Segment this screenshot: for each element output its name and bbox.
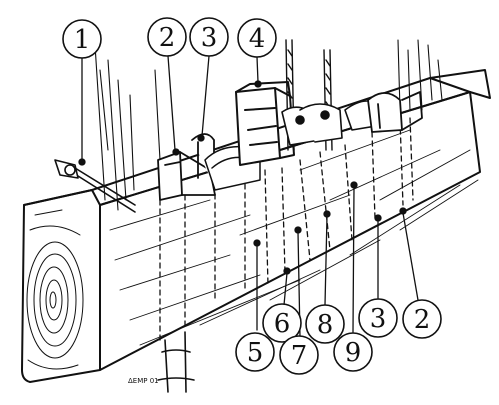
clamp-left <box>157 133 216 201</box>
callout-6-label: 6 <box>274 309 291 339</box>
callout-1: 1 <box>62 19 102 59</box>
callout-9-label: 9 <box>345 338 362 368</box>
hidden-lines <box>159 117 414 341</box>
end-grain-rings <box>26 209 84 370</box>
leader-2-bottom <box>402 212 419 301</box>
callout-7: 7 <box>279 335 319 375</box>
lifting-gear <box>281 100 383 146</box>
leader-8 <box>324 215 328 306</box>
callout-2-top: 2 <box>147 17 187 57</box>
leader-2-top <box>167 55 176 151</box>
callout-7-label: 7 <box>291 341 308 371</box>
leader-4 <box>256 56 259 83</box>
wedge-peg <box>54 159 136 213</box>
callout-8: 8 <box>305 304 345 344</box>
callout-6: 6 <box>262 303 302 343</box>
artist-signature: ΔΕΜΡ 01 <box>128 377 159 385</box>
leader-6 <box>283 272 288 306</box>
callout-5-label: 5 <box>247 338 264 368</box>
callout-3-top-label: 3 <box>201 23 218 53</box>
callout-5: 5 <box>235 332 275 372</box>
leader-9 <box>352 186 355 333</box>
callout-3-bottom-label: 3 <box>370 304 387 334</box>
beam-end-face <box>21 189 101 383</box>
callout-9: 9 <box>333 332 373 372</box>
callout-8-label: 8 <box>317 310 334 340</box>
callout-2-top-label: 2 <box>159 23 176 53</box>
callout-3-top: 3 <box>189 17 229 57</box>
clamp-right <box>367 91 423 133</box>
background-posts <box>94 39 443 211</box>
top-block <box>235 81 295 166</box>
callout-4-label: 4 <box>249 24 266 54</box>
callout-2-bottom-label: 2 <box>414 305 431 335</box>
callout-4: 4 <box>237 18 277 58</box>
callout-3-bottom: 3 <box>358 298 398 338</box>
callout-1-label: 1 <box>74 25 91 55</box>
main-beam <box>21 69 491 383</box>
callout-2-bottom: 2 <box>402 299 442 339</box>
leader-3-top <box>201 55 210 137</box>
support-post <box>157 331 195 393</box>
